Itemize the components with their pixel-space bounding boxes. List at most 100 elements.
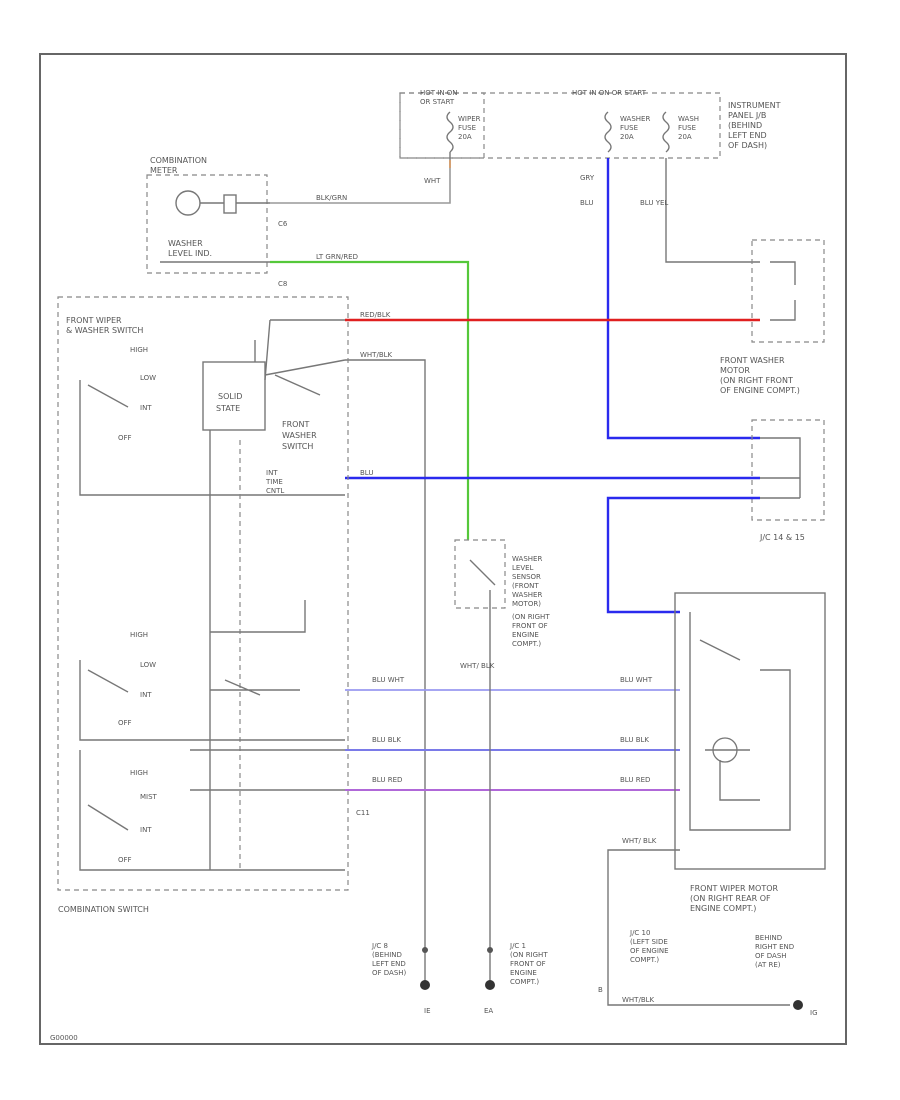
mist-label: MIST bbox=[140, 793, 158, 801]
footer-code: G00000 bbox=[50, 1034, 78, 1042]
washer-level-ind-label-2: LEVEL IND. bbox=[168, 249, 212, 258]
lower-switch-frame bbox=[79, 749, 345, 871]
high-label-2: HIGH bbox=[130, 631, 148, 639]
fuse-washer-label: WASHER bbox=[620, 115, 650, 123]
fuse-wash2-label-2: FUSE bbox=[678, 124, 696, 132]
jc10-label-2: (LEFT SIDE bbox=[630, 938, 668, 946]
washer-motor-label-4: OF ENGINE COMPT.) bbox=[720, 386, 800, 395]
fuse-wash2-label-3: 20A bbox=[678, 133, 692, 141]
upper-switch-lever bbox=[87, 384, 129, 408]
behind-right-label: BEHIND bbox=[755, 934, 782, 942]
blu-blk-label-right: BLU BLK bbox=[620, 736, 649, 744]
switch-internal-wires bbox=[209, 319, 346, 870]
jc8-label-3: LEFT END bbox=[372, 960, 406, 968]
fuse-washer-label-3: 20A bbox=[620, 133, 634, 141]
jc-label: J/C 14 & 15 bbox=[759, 533, 805, 542]
int-label-2: INT bbox=[140, 691, 152, 699]
high-label-1: HIGH bbox=[130, 346, 148, 354]
level-sensor-label-7: (ON RIGHT bbox=[512, 613, 550, 621]
washer-switch-lever bbox=[274, 374, 321, 396]
level-sensor-label-3: SENSOR bbox=[512, 573, 541, 581]
instrument-panel-label-2: PANEL J/B bbox=[728, 111, 766, 120]
level-sensor-switch bbox=[469, 559, 496, 900]
hot-on-fuse-box bbox=[399, 92, 485, 159]
wht-blk-bottom-label: WHT/BLK bbox=[622, 996, 655, 1004]
front-wiper-motor-box bbox=[674, 592, 826, 870]
level-sensor-label-5: WASHER bbox=[512, 591, 542, 599]
level-sensor-label-10: COMPT.) bbox=[512, 640, 541, 648]
blu-label-vert: BLU bbox=[580, 199, 593, 207]
washer-motor-label-3: (ON RIGHT FRONT bbox=[720, 376, 793, 385]
blu-label-main: BLU bbox=[360, 469, 373, 477]
fuse-wiper-label: WIPER bbox=[458, 115, 481, 123]
ground-ie-icon bbox=[420, 980, 430, 990]
connector-c11-label: C11 bbox=[356, 809, 370, 817]
blu-yel-label: BLU YEL bbox=[640, 199, 668, 207]
middle-switch-contacts bbox=[210, 679, 300, 696]
fuse-symbols bbox=[446, 111, 670, 153]
behind-right-label-2: RIGHT END bbox=[755, 943, 794, 951]
jc-box bbox=[751, 419, 825, 521]
middle-switch-frame bbox=[79, 600, 345, 741]
upper-switch-frame bbox=[79, 380, 345, 496]
ground-ea-icon bbox=[485, 980, 495, 990]
front-wiper-switch-label-2: & WASHER SWITCH bbox=[66, 326, 143, 335]
jc1-label-5: COMPT.) bbox=[510, 978, 539, 986]
level-sensor-label-9: ENGINE bbox=[512, 631, 539, 639]
off-label-1: OFF bbox=[118, 434, 132, 442]
blu-blk-label: BLU BLK bbox=[372, 736, 401, 744]
behind-right-label-4: (AT RE) bbox=[755, 961, 781, 969]
ground-ie-label: IE bbox=[424, 1007, 431, 1015]
hot-on-label-2: OR START bbox=[420, 98, 455, 106]
wiper-motor-icon bbox=[712, 737, 738, 763]
int-label-1: INT bbox=[140, 404, 152, 412]
wht-blk-wire bbox=[345, 359, 426, 900]
fuse-wash2-label: WASH bbox=[678, 115, 699, 123]
wht-blk-ground-label: WHT/ BLK bbox=[622, 837, 657, 845]
level-sensor-label-4: (FRONT bbox=[512, 582, 539, 590]
wiper-motor-internal bbox=[689, 612, 791, 831]
jc1-node bbox=[487, 947, 493, 953]
lt-grn-red-wire bbox=[270, 260, 470, 540]
ground-b-label: B bbox=[598, 986, 603, 994]
combination-meter-box bbox=[146, 174, 268, 274]
wht-blk-label: WHT/BLK bbox=[360, 351, 393, 359]
front-washer-switch-label-3: SWITCH bbox=[282, 442, 313, 451]
blk-grn-label: BLK/GRN bbox=[316, 194, 347, 202]
int-time-label-2: TIME bbox=[265, 478, 283, 486]
jc8-label-2: (BEHIND bbox=[372, 951, 402, 959]
low-label-2: LOW bbox=[140, 661, 156, 669]
blu-red-label-right: BLU RED bbox=[620, 776, 650, 784]
int-time-label-3: CNTL bbox=[266, 487, 284, 495]
ground-ea-label: EA bbox=[484, 1007, 493, 1015]
solid-state-label: SOLID bbox=[218, 392, 242, 401]
jc8-label-4: OF DASH) bbox=[372, 969, 407, 977]
jc10-label-4: COMPT.) bbox=[630, 956, 659, 964]
behind-right-label-3: OF DASH bbox=[755, 952, 787, 960]
lower-switch-lever bbox=[87, 804, 129, 831]
washer-motor-label-2: MOTOR bbox=[720, 366, 750, 375]
combination-switch-box bbox=[57, 296, 349, 891]
hot-always-fuse-box bbox=[399, 92, 721, 159]
fuse-washer-label-2: FUSE bbox=[620, 124, 638, 132]
level-sensor-label-8: FRONT OF bbox=[512, 622, 548, 630]
washer-lamp-icon bbox=[175, 190, 201, 216]
front-washer-motor-box bbox=[751, 239, 825, 343]
jc10-label: J/C 10 bbox=[629, 929, 650, 937]
combination-meter-label: COMBINATION bbox=[150, 156, 207, 165]
wash2-wire bbox=[665, 158, 760, 263]
combination-meter-label-2: METER bbox=[150, 166, 178, 175]
blu-red-label: BLU RED bbox=[372, 776, 402, 784]
front-washer-switch-label-2: WASHER bbox=[282, 431, 317, 440]
jc1-label-4: ENGINE bbox=[510, 969, 537, 977]
wiper-motor-label-3: ENGINE COMPT.) bbox=[690, 904, 756, 913]
blu-wht-label: BLU WHT bbox=[372, 676, 405, 684]
level-sensor-label: WASHER bbox=[512, 555, 542, 563]
instrument-panel-label-4: LEFT END bbox=[728, 131, 767, 140]
connector-c8-label: C8 bbox=[278, 280, 287, 288]
fuse-wiper-label-2: FUSE bbox=[458, 124, 476, 132]
solid-state-label-2: STATE bbox=[216, 404, 240, 413]
jc8-node bbox=[422, 947, 428, 953]
resistor-icon bbox=[223, 194, 237, 214]
wiper-motor-label: FRONT WIPER MOTOR bbox=[690, 884, 779, 893]
